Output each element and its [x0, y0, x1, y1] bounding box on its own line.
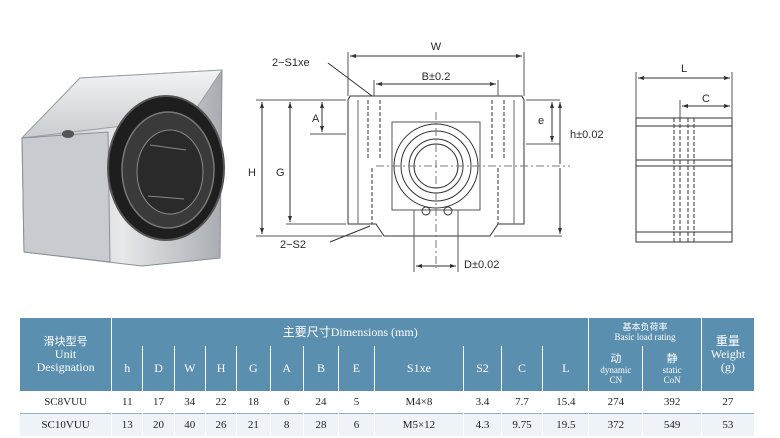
label-l: L	[681, 63, 687, 75]
cell: 6	[270, 391, 304, 414]
cell: 6	[338, 413, 375, 436]
label-h-small: h±0.02	[570, 129, 604, 141]
unit-designation-header: 滑块型号 Unit Designation	[20, 318, 113, 391]
row-model: SC10VUU	[20, 413, 113, 436]
label-h-big: H	[248, 167, 256, 179]
dimensions-header: 主要尺寸Dimensions (mm)	[111, 318, 590, 346]
cell: 34	[174, 391, 206, 414]
col-header-h-big: H	[205, 346, 238, 391]
row-model: SC8VUU	[20, 391, 113, 414]
cell: 5	[338, 391, 375, 414]
cell: 11	[111, 391, 144, 414]
cell: 24	[303, 391, 340, 414]
cell: M4×8	[374, 391, 465, 414]
cell: 21	[236, 413, 271, 436]
technical-drawings: W 2−S1xe B±0.2 A e h±0.02 H G 2−S2 D±0.0…	[20, 41, 733, 272]
cell: 4.3	[463, 413, 502, 436]
label-w: W	[431, 41, 442, 53]
cell: 26	[205, 413, 238, 436]
col-header-w: W	[174, 346, 206, 391]
cell: 40	[174, 413, 206, 436]
col-header-dynamic: 动 dynamic CN	[588, 346, 644, 391]
table-header-row-2: h D W H G A B E S1xe S2 C L 动 dynamic CN…	[20, 346, 755, 391]
label-s1xe: 2−S1xe	[272, 57, 310, 69]
side-view-arrows	[638, 76, 730, 108]
cell: 274	[588, 391, 644, 414]
cell: 15.4	[542, 391, 590, 414]
label-e: e	[538, 115, 544, 127]
label-s2: 2−S2	[280, 239, 306, 251]
cell: 392	[642, 391, 702, 414]
cell: 19.5	[542, 413, 590, 436]
side-view-drawing	[635, 72, 733, 243]
col-header-a: A	[270, 346, 304, 391]
front-view-drawing	[256, 52, 570, 272]
col-header-h: h	[111, 346, 144, 391]
cell: M5×12	[374, 413, 465, 436]
cell: 549	[642, 413, 702, 436]
cell: 27	[701, 391, 756, 414]
cell: 3.4	[463, 391, 502, 414]
cell: 9.75	[501, 413, 544, 436]
col-header-l: L	[542, 346, 590, 391]
col-header-s1xe: S1xe	[374, 346, 465, 391]
cell: 17	[142, 391, 175, 414]
cell: 22	[205, 391, 238, 414]
front-view-arrows	[260, 54, 562, 268]
specification-table: 滑块型号 Unit Designation 主要尺寸Dimensions (mm…	[20, 318, 756, 436]
table-row: SC10VUU 13 20 40 26 21 8 28 6 M5×12 4.3 …	[20, 413, 756, 436]
cell: 372	[588, 413, 644, 436]
table-header-row-1: 滑块型号 Unit Designation 主要尺寸Dimensions (mm…	[20, 318, 756, 391]
col-header-s2: S2	[463, 346, 502, 391]
label-a: A	[312, 113, 320, 125]
cell: 7.7	[501, 391, 544, 414]
cell: 20	[142, 413, 175, 436]
label-c: C	[702, 93, 710, 105]
weight-header: 重量 Weight (g)	[701, 318, 756, 391]
mount-hole-icon	[62, 130, 74, 138]
cell: 28	[303, 413, 340, 436]
cell: 8	[270, 413, 304, 436]
col-header-b: B	[303, 346, 340, 391]
bearing-bore	[136, 129, 204, 215]
label-d: D±0.02	[464, 259, 499, 271]
col-header-c: C	[501, 346, 544, 391]
cell: 53	[701, 413, 756, 436]
product-photo	[20, 69, 225, 267]
table-row: SC8VUU 11 17 34 22 18 6 24 5 M4×8 3.4 7.…	[20, 391, 756, 414]
load-rating-header: 基本负荷率 Basic load rating	[588, 318, 702, 346]
label-g: G	[276, 167, 285, 179]
cell: 13	[111, 413, 144, 436]
col-header-g: G	[236, 346, 271, 391]
cell: 18	[236, 391, 271, 414]
col-header-static: 静 static CoN	[642, 346, 702, 391]
label-b: B±0.2	[422, 71, 451, 83]
col-header-e: E	[338, 346, 375, 391]
col-header-d: D	[142, 346, 175, 391]
